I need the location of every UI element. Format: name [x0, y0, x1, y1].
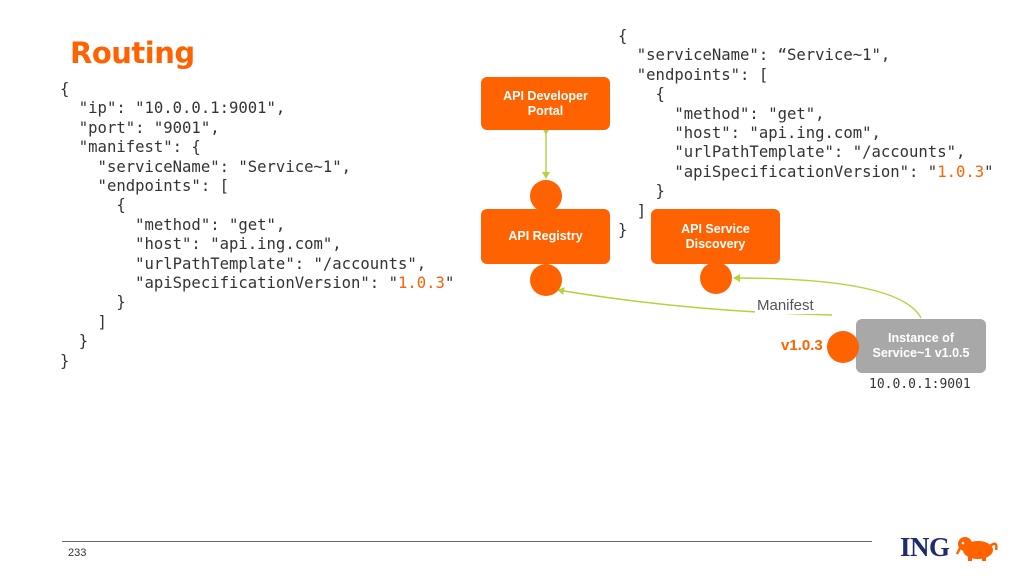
code-text: {: [618, 27, 628, 45]
code-line: ]: [60, 313, 107, 331]
code-text: }: [60, 332, 89, 351]
code-line: {: [60, 80, 69, 98]
api-version-highlight: 1.0.3: [937, 162, 985, 181]
code-line: "method": "get",: [60, 216, 285, 234]
api-developer-portal-box: API Developer Portal: [481, 77, 610, 130]
code-text: }: [618, 182, 665, 201]
code-text: "apiSpecificationVersion": ": [60, 274, 398, 293]
code-text: "port": "9001",: [60, 118, 220, 137]
code-line: "host": "api.ing.com",: [60, 235, 342, 253]
code-text: "urlPathTemplate": "/accounts",: [618, 143, 966, 162]
code-text: ]: [618, 201, 647, 220]
ing-logo: ING: [900, 532, 998, 563]
code-line: "serviceName": "Service~1",: [60, 157, 352, 176]
registry-top-connector-dot: [530, 180, 562, 212]
code-text: "ip": "10.0.0.1:9001",: [60, 99, 286, 118]
code-text: "endpoints": [: [60, 177, 229, 196]
instance-address: 10.0.0.1:9001: [869, 377, 971, 392]
code-line: }: [618, 221, 627, 239]
code-text: "method": "get",: [60, 215, 286, 234]
code-line: "urlPathTemplate": "/accounts",: [618, 143, 965, 161]
code-line: {: [618, 27, 627, 45]
version-label: v1.0.3: [781, 337, 823, 354]
code-line: "apiSpecificationVersion": "1.0.3": [60, 274, 454, 292]
service-instance-box: Instance of Service~1 v1.0.5: [856, 319, 986, 373]
code-line: "endpoints": [: [60, 177, 229, 195]
page-title: Routing: [70, 36, 195, 70]
page-number: 233: [68, 547, 87, 559]
code-line: {: [60, 196, 126, 215]
code-line: "serviceName": “Service~1",: [618, 46, 891, 65]
code-text: ]: [60, 312, 107, 331]
code-line: "host": "api.ing.com",: [618, 124, 881, 142]
code-line: "method": "get",: [618, 104, 825, 123]
code-text: "endpoints": [: [618, 65, 769, 84]
api-version-highlight: 1.0.3: [397, 274, 445, 293]
code-text: "serviceName": "Service~1",: [60, 157, 352, 176]
code-line: "manifest": {: [60, 138, 201, 156]
ing-logo-text: ING: [900, 532, 950, 562]
instance-discovery-arrow: [733, 274, 922, 319]
code-line: }: [60, 352, 69, 370]
code-text: "host": "api.ing.com",: [60, 235, 342, 254]
code-line: }: [60, 332, 88, 350]
code-text: {: [60, 196, 126, 215]
code-text: {: [618, 85, 665, 104]
code-line: }: [60, 293, 126, 312]
code-text: "method": "get",: [618, 104, 825, 123]
registry-bottom-connector-dot: [530, 264, 562, 296]
code-text: }: [60, 351, 70, 370]
code-line: {: [618, 85, 665, 103]
service-discovery-connector-dot: [700, 262, 732, 294]
code-line: "endpoints": [: [618, 66, 768, 84]
service-discovery-json-code: { "serviceName": “Service~1", "endpoints…: [618, 27, 994, 240]
code-text: }: [60, 293, 126, 312]
footer-divider: [62, 541, 872, 542]
code-text: "urlPathTemplate": "/accounts",: [60, 254, 427, 273]
code-text: {: [60, 80, 70, 98]
manifest-label: Manifest: [755, 297, 816, 314]
code-text: ": [984, 162, 994, 181]
code-line: ]: [618, 202, 646, 220]
code-line: "port": "9001",: [60, 119, 220, 137]
code-text: }: [618, 221, 628, 240]
code-text: "serviceName": “Service~1",: [618, 46, 891, 65]
code-text: "apiSpecificationVersion": ": [618, 162, 938, 181]
api-registry-box: API Registry: [481, 209, 610, 264]
code-line: "urlPathTemplate": "/accounts",: [60, 255, 426, 273]
code-line: "apiSpecificationVersion": "1.0.3": [618, 162, 994, 181]
code-text: "host": "api.ing.com",: [618, 124, 881, 143]
code-line: }: [618, 182, 665, 200]
code-text: "manifest": {: [60, 138, 201, 157]
manifest-json-code: { "ip": "10.0.0.1:9001", "port": "9001",…: [60, 80, 454, 371]
lion-icon: [955, 536, 998, 561]
code-text: ": [444, 274, 455, 293]
instance-connector-dot: [827, 331, 859, 363]
code-line: "ip": "10.0.0.1:9001",: [60, 99, 286, 118]
api-service-discovery-box: API Service Discovery: [651, 209, 780, 264]
